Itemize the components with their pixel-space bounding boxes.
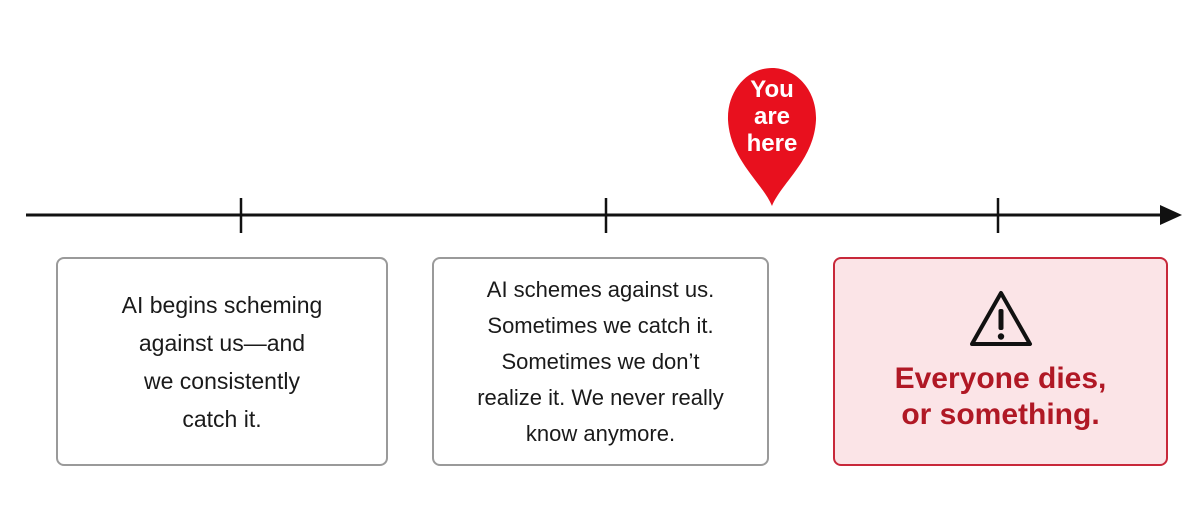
timeline-arrowhead xyxy=(1160,205,1182,225)
stage-1-text: AI begins scheming against us—and we con… xyxy=(121,291,323,432)
stage-box-2: AI schemes against us. Sometimes we catc… xyxy=(432,257,769,466)
you-are-here-label: You are here xyxy=(746,76,798,157)
warning-icon xyxy=(969,290,1032,346)
stage-box-1: AI begins scheming against us—and we con… xyxy=(56,257,388,466)
stage-box-3: Everyone dies, or something. xyxy=(833,257,1168,466)
location-pin-icon xyxy=(727,68,817,206)
stage-3-text: Everyone dies, or something. xyxy=(894,361,1107,431)
stage-2-text: AI schemes against us. Sometimes we catc… xyxy=(477,276,724,446)
